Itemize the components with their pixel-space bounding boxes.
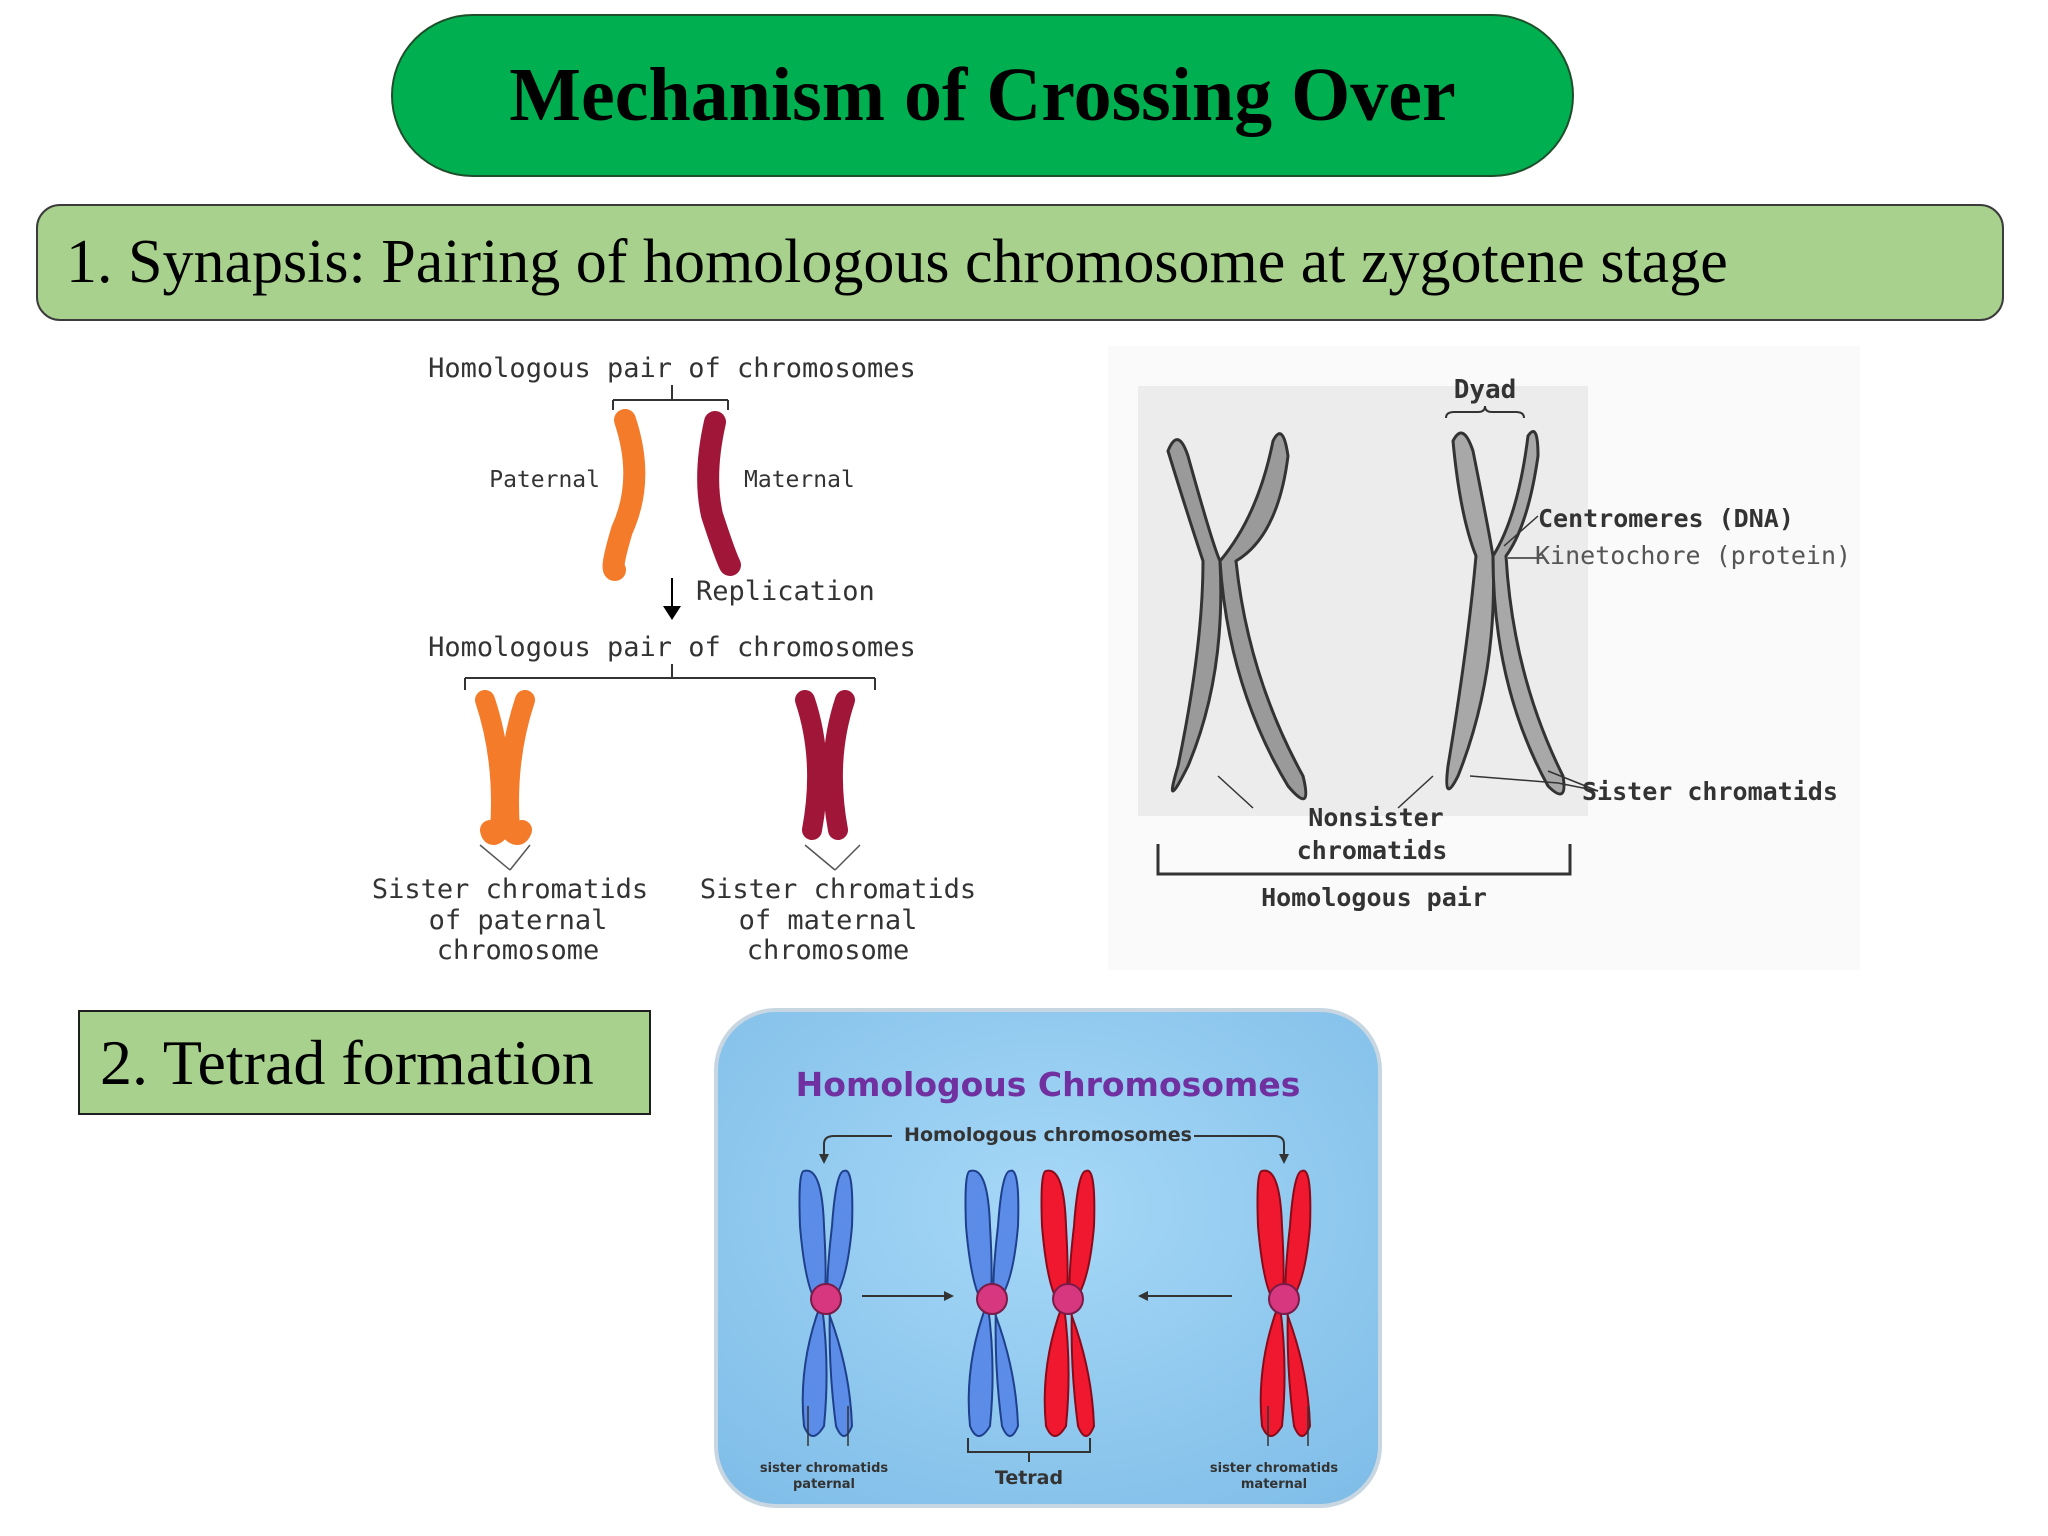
step2-label: 2. Tetrad formation [100,1026,594,1098]
top-bracket [612,385,729,410]
top-homologous-label: Homologous pair of chromosomes [428,353,916,384]
callout-lines [1217,515,1599,809]
paternal-chromosome [602,409,646,581]
tetrad-title: Homologous Chromosomes [796,1065,1301,1104]
mid-homologous-label: Homologous pair of chromosomes [428,632,916,663]
centromere-right [1268,1283,1300,1315]
sister-paternal-bottom-line1: sister chromatids [760,1461,888,1476]
sister-paternal-bottom-line2: paternal [793,1477,855,1492]
replication-label: Replication [696,576,875,607]
replication-diagram: Homologous pair of chromosomes Paternal … [360,340,1000,980]
step1-label: 1. Synapsis: Pairing of homologous chrom… [66,228,1728,296]
maternal-chromosome [697,411,741,576]
sister-maternal-line3: chromosome [747,935,910,966]
chromosome-left [1166,432,1308,801]
chromosome-right [1445,430,1566,796]
homologous-arrow-bracket [823,1135,1285,1156]
tetrad-brace [967,1438,1091,1462]
step1-banner: 1. Synapsis: Pairing of homologous chrom… [36,204,2004,321]
centromere-tetrad-maternal [1052,1283,1084,1315]
sister-chromatids-label: Sister chromatids [1582,777,1838,806]
tetrad-maternal [1040,1169,1096,1437]
sister-maternal-bottom-line2: maternal [1241,1477,1307,1492]
step2-banner: 2. Tetrad formation [78,1010,651,1115]
sister-paternal-line2: of paternal [429,905,608,936]
replication-arrow [663,578,681,620]
sister-maternal-line2: of maternal [739,905,918,936]
maternal-sister-chromatids [795,690,855,840]
tetrad-paternal [964,1169,1020,1437]
title-banner: Mechanism of Crossing Over [391,14,1574,177]
dyad-diagram: Dyad Centromeres (DNA) Kinetochore (prot… [1108,346,1860,970]
centromeres-label: Centromeres (DNA) [1538,504,1794,533]
nonsister-line1: Nonsister [1308,803,1443,832]
dyad-brace [1445,405,1525,419]
sister-paternal-line1: Sister chromatids [372,874,648,905]
dyad-label: Dyad [1454,375,1517,405]
sister-maternal-bottom-line1: sister chromatids [1210,1461,1338,1476]
homologous-pair-label: Homologous pair [1261,883,1487,912]
paternal-chromosome-left [798,1169,854,1437]
chromatid-pointers-bottom [807,1406,1309,1446]
nonsister-line2: chromatids [1297,836,1448,865]
chromatid-pointers [479,844,861,871]
tetrad-subtitle: Homologous chromosomes [904,1124,1192,1146]
maternal-label: Maternal [744,467,855,493]
kinetochore-label: Kinetochore (protein) [1535,541,1851,570]
tetrad-label: Tetrad [995,1467,1063,1489]
centromere-tetrad-paternal [976,1283,1008,1315]
maternal-chromosome-right [1256,1169,1312,1437]
mid-bracket [464,664,876,690]
tetrad-diagram: Homologous Chromosomes Homologous chromo… [714,1008,1382,1508]
homologous-bracket [1156,844,1572,876]
paternal-sister-chromatids [475,690,535,845]
centromere-left [810,1283,842,1315]
slide-title: Mechanism of Crossing Over [509,53,1456,137]
sister-paternal-line3: chromosome [437,935,600,966]
sister-maternal-line1: Sister chromatids [700,874,976,905]
paternal-label: Paternal [489,467,600,493]
